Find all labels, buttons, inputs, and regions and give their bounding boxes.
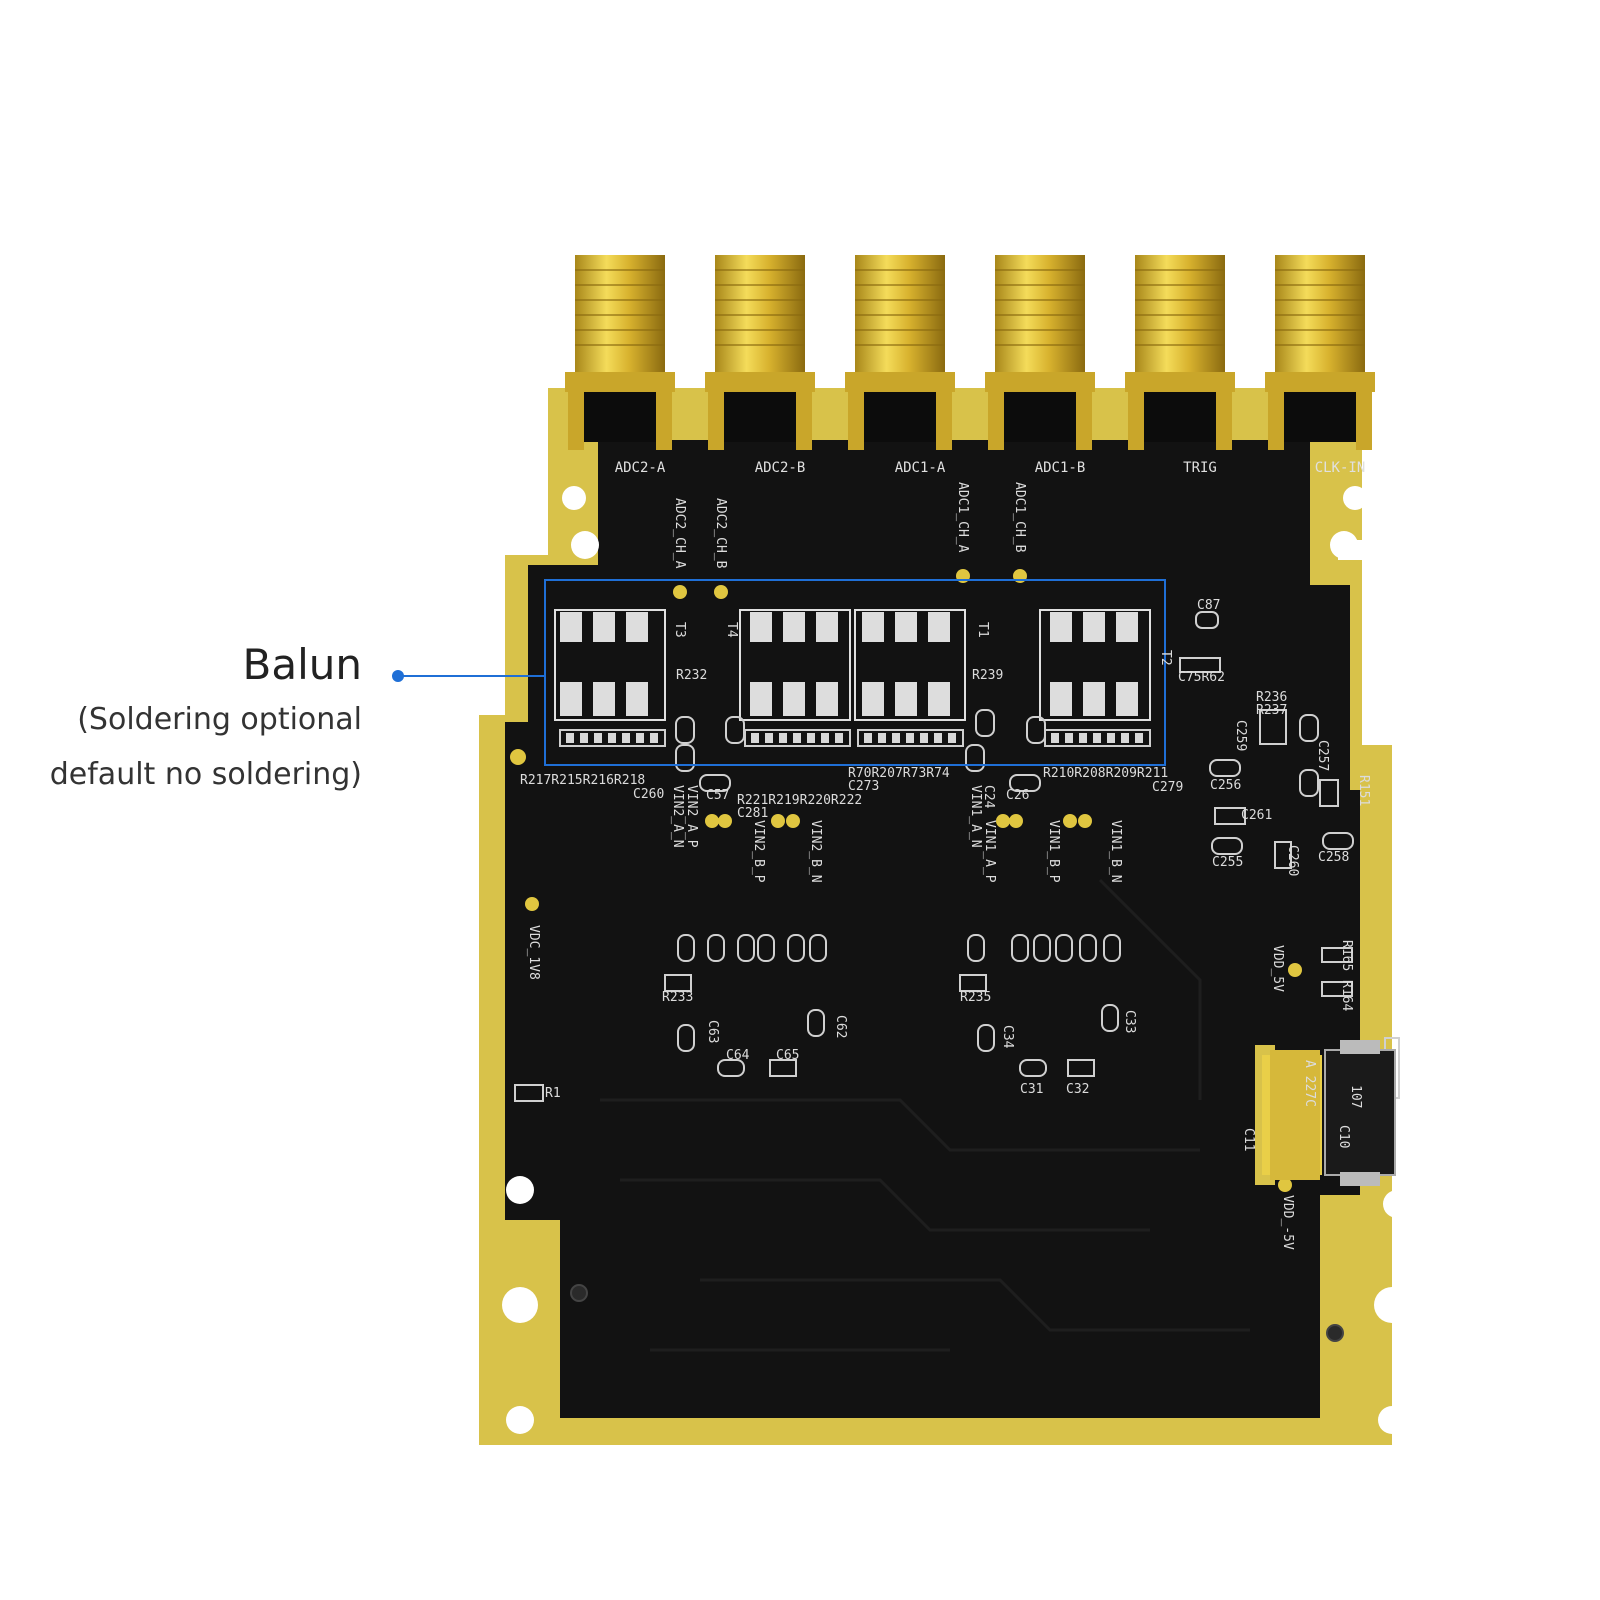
silk-label: VDC_1V8 [526, 925, 541, 980]
silk-label: C10 [1336, 1125, 1351, 1149]
smd-components [514, 611, 1400, 1102]
silk-label: VIN2_B_N [808, 820, 823, 883]
silk-label: C261 [1241, 808, 1273, 823]
silk-label: VDD_-5V [1280, 1195, 1295, 1250]
silk-label: T3 [672, 622, 687, 638]
connector-label: ADC1-B [1034, 460, 1086, 476]
silk-label: C256 [1210, 778, 1242, 793]
silk-label: C257 [1315, 740, 1330, 772]
balun-t1 [854, 609, 966, 721]
silk-label: R165 [1339, 940, 1354, 972]
balun-t3 [554, 609, 666, 721]
connector-label: ADC1-A [894, 460, 946, 476]
silk-label: ADC2_CH_A [672, 498, 687, 569]
silk-label: C57 [706, 788, 730, 803]
callout-line-2: default no soldering) [49, 757, 362, 792]
board-solder-mask [505, 440, 1360, 1418]
sma-connector-adc2-a [565, 255, 675, 450]
silk-label: R210R208R209R211 [1043, 766, 1169, 781]
connector-label: ADC2-B [754, 460, 806, 476]
balun-t2 [1039, 609, 1151, 721]
silk-label: R70R207R73R74 [848, 766, 950, 781]
silk-label: C33 [1122, 1010, 1137, 1034]
silk-label: C260 [1285, 845, 1300, 877]
silk-label: ADC2_CH_B [713, 498, 728, 569]
silk-label: T4 [724, 622, 739, 638]
silk-label: C255 [1212, 855, 1244, 870]
silk-label: R232 [676, 668, 708, 683]
silk-label: C62 [833, 1015, 848, 1039]
silk-label: C260 [633, 787, 665, 802]
silk-label: C64 [726, 1048, 750, 1063]
callout-dot [392, 670, 404, 682]
mounting-holes [502, 486, 1411, 1434]
board-traces [600, 878, 1250, 1352]
silk-label: C31 [1020, 1082, 1044, 1097]
silk-label: C26 [1006, 788, 1030, 803]
silk-label: R217R215R216R218 [520, 773, 646, 788]
connector-label: ADC2-A [614, 460, 666, 476]
silk-label: C24 [981, 785, 996, 809]
balun-highlight-box [544, 579, 1166, 766]
silk-label: C281 [737, 806, 769, 821]
silk-label: C259 [1233, 720, 1248, 752]
silk-label: R164 [1339, 980, 1354, 1012]
silk-label: A 227C [1302, 1060, 1317, 1107]
silk-label: ADC1_CH_B [1012, 482, 1027, 553]
silk-label: ADC1_CH_A [955, 482, 970, 553]
silk-label: VIN1_B_P [1046, 820, 1061, 883]
silk-label: R1 [545, 1086, 561, 1101]
tantalum-capacitor [1255, 1045, 1322, 1185]
silk-label: R151 [1356, 775, 1371, 807]
silk-label: C87 [1197, 598, 1221, 613]
silk-label: VIN2_A_P [684, 785, 699, 848]
silk-label: VIN1_A_N [968, 785, 983, 848]
silk-label: T2 [1158, 650, 1173, 666]
silk-label: C32 [1066, 1082, 1090, 1097]
balun-transformers [554, 609, 1151, 747]
silk-label: T1 [975, 622, 990, 638]
silk-label: R237 [1256, 703, 1288, 718]
silk-label: C273 [848, 779, 880, 794]
silk-label: C279 [1152, 780, 1184, 795]
silk-label: R233 [662, 990, 694, 1005]
connector-label: TRIG [1183, 460, 1217, 476]
sma-connectors [565, 255, 1375, 450]
silk-label: C11 [1241, 1128, 1256, 1152]
silk-label: C34 [1000, 1025, 1015, 1049]
test-points [510, 569, 1302, 1192]
silk-label: R221R219R220R222 [737, 793, 863, 808]
silk-label: R239 [972, 668, 1004, 683]
silk-label: VDD_5V [1270, 945, 1285, 992]
silk-label: C75R62 [1178, 670, 1225, 685]
silk-label: VIN1_A_P [982, 820, 997, 883]
silk-label: VIN2_B_P [751, 820, 766, 883]
connector-label: CLK-IN [1314, 460, 1366, 476]
silk-label: C258 [1318, 850, 1350, 865]
silk-label: R235 [960, 990, 992, 1005]
diode-package [1324, 1040, 1396, 1186]
silk-label: 107 [1348, 1085, 1363, 1109]
callout-title: Balun [242, 640, 362, 689]
silk-label: C63 [705, 1020, 720, 1044]
callout-line-1: (Soldering optional [77, 702, 362, 737]
silk-label: C65 [776, 1048, 800, 1063]
balun-t4 [739, 609, 851, 721]
silk-label: VIN1_B_N [1108, 820, 1123, 883]
silk-label: VIN2_A_N [670, 785, 685, 848]
silk-label: R236 [1256, 690, 1288, 705]
